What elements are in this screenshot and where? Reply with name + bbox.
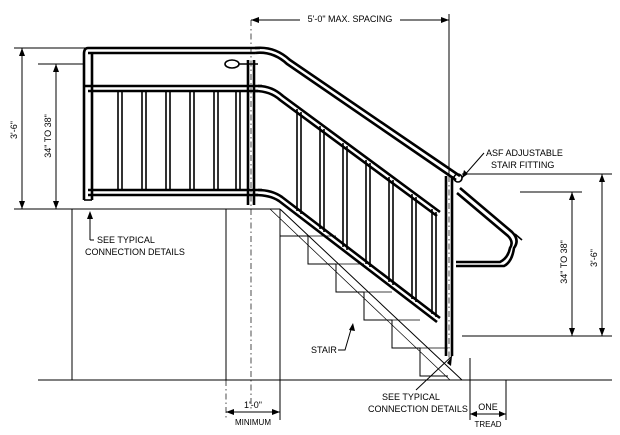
tread-word-label: TREAD <box>474 420 501 429</box>
platform-guardrail <box>82 46 262 205</box>
max-spacing-label: 5'-0" MAX. SPACING <box>308 14 393 24</box>
connection-bottom-line1: SEE TYPICAL <box>382 392 440 402</box>
stair-guardrail <box>254 46 523 360</box>
connection-left-line1: SEE TYPICAL <box>97 235 155 245</box>
one-word-label: ONE <box>478 402 498 412</box>
right-range-label: 34" TO 38" <box>559 240 569 284</box>
stair-steps <box>280 235 448 377</box>
right-height-dimensions: 34" TO 38" 3'-6" <box>462 173 612 337</box>
minimum-dim-label: 1'-0" <box>244 400 262 410</box>
right-height-label: 3'-6" <box>589 249 599 267</box>
connection-callout-left: SEE TYPICAL CONNECTION DETAILS <box>85 211 185 257</box>
connection-left-line2: CONNECTION DETAILS <box>85 247 185 257</box>
left-height-dimensions: 3'-6" 34" TO 38" <box>9 47 85 210</box>
landing-platform <box>71 208 281 380</box>
left-height-label: 3'-6" <box>9 121 19 139</box>
stair-callout: STAIR <box>311 323 355 355</box>
minimum-word-label: MINIMUM <box>235 418 271 427</box>
connection-bottom-line2: CONNECTION DETAILS <box>368 404 468 414</box>
max-spacing-dimension: 5'-0" MAX. SPACING <box>251 12 450 175</box>
one-tread-dimension: ONE TREAD <box>469 358 507 429</box>
fitting-callout: ASF ADJUSTABLE STAIR FITTING <box>461 148 563 179</box>
connection-callout-bottom: SEE TYPICAL CONNECTION DETAILS <box>368 355 468 414</box>
fitting-label-line2: STAIR FITTING <box>491 160 554 170</box>
fitting-label-line1: ASF ADJUSTABLE <box>486 148 563 158</box>
stair-label: STAIR <box>311 345 337 355</box>
minimum-dimension: 1'-0" MINIMUM <box>226 380 281 427</box>
left-range-label: 34" TO 38" <box>43 114 53 158</box>
